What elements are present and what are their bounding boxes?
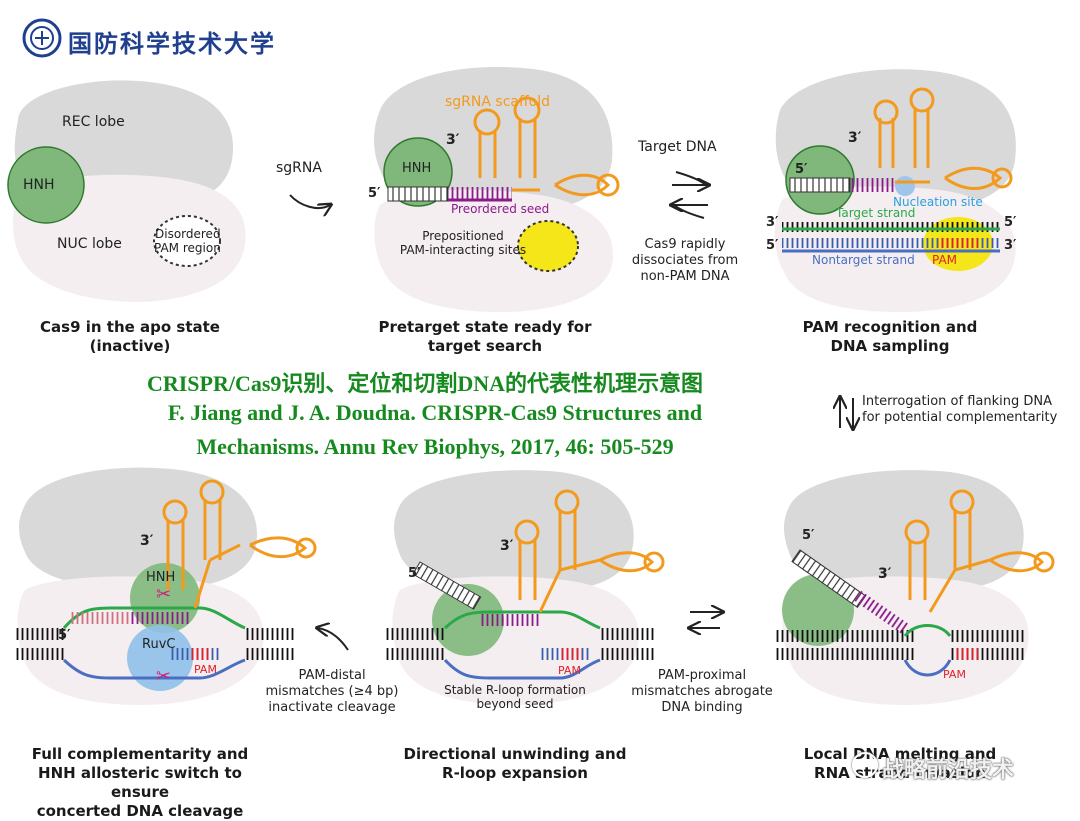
end-5-left: 5′: [766, 238, 779, 253]
disordered-pam-region: [153, 215, 221, 267]
nuc-lobe-label: NUC lobe: [57, 236, 122, 252]
three-prime-label-p5: 3′: [500, 538, 514, 554]
five-prime-label-p3: 5′: [795, 162, 808, 177]
watermark-icon: [852, 752, 878, 778]
five-prime-label-p5: 5′: [408, 566, 421, 581]
target-strand-label: Target strand: [836, 206, 916, 220]
university-logo: [22, 18, 62, 58]
scissors-hnh-icon: ✂: [156, 584, 171, 605]
arrow-pam-distal: [318, 628, 349, 651]
three-prime-label: 3′: [446, 132, 460, 148]
five-prime-label-p6: 5′: [802, 528, 815, 543]
arrow-sgrna: [289, 194, 330, 208]
target-dna-label: Target DNA: [638, 139, 717, 155]
panel-pam-recognition: [774, 69, 1016, 312]
watermark-text: 战略前沿技术: [882, 758, 1015, 783]
pam-region-label-2: PAM region: [154, 241, 221, 255]
preordered-seed-label: Preordered seed: [451, 202, 550, 216]
rec-lobe-label: REC lobe: [62, 114, 125, 130]
hnh-label-p4: HNH: [146, 570, 176, 585]
nucleation-site: [895, 176, 915, 196]
unpaired-guide: [412, 561, 482, 610]
guide-rna-5prime: [387, 186, 449, 202]
panel-pretarget: [374, 66, 620, 312]
end-3-left: 3′: [766, 215, 779, 230]
pam-label-p4: PAM: [194, 663, 217, 676]
pam-label-p5: PAM: [558, 664, 581, 677]
end-3-right: 3′: [1004, 238, 1017, 253]
five-prime-label-p4: 5′: [58, 628, 71, 643]
pam-label-p3: PAM: [932, 253, 958, 267]
nontarget-strand-label: Nontarget strand: [812, 253, 915, 267]
pam-interacting-sites: [517, 220, 579, 272]
sgrna-label: sgRNA: [276, 160, 322, 176]
hnh-label-pretarget: HNH: [402, 161, 432, 176]
panel-invasion: [775, 470, 1055, 705]
ruvc-label: RuvC: [142, 637, 176, 652]
three-prime-label-p4: 3′: [140, 533, 154, 549]
pam-region-label-1: Disordered: [155, 227, 221, 241]
sgrna-scaffold-label: sgRNA scaffold: [445, 94, 550, 110]
panel-apo: [7, 80, 246, 302]
preordered-seed: [448, 187, 512, 201]
sgrna-scaffold: [478, 118, 611, 197]
scissors-ruvc-icon: ✂: [156, 666, 171, 687]
five-prime-label: 5′: [368, 186, 381, 201]
caption-apo: Cas9 in the apo state(inactive): [40, 318, 220, 355]
hnh-label: HNH: [23, 177, 55, 193]
panel-cleavage: ✂ ✂: [14, 467, 317, 705]
panel-rloop: [385, 470, 665, 705]
ruvc-domain: [127, 625, 193, 691]
nucleation-site-label: Nucleation site: [893, 195, 983, 209]
hnh-domain: [7, 146, 85, 224]
title-line-2: F. Jiang and J. A. Doudna. CRISPR-Cas9 S…: [167, 400, 703, 425]
three-prime-label-p3: 3′: [848, 130, 862, 146]
pam-label-p6: PAM: [943, 668, 966, 681]
title-line-3: Mechanisms. Annu Rev Biophys, 2017, 46: …: [196, 434, 674, 459]
three-prime-label-p6: 3′: [878, 566, 892, 582]
end-5-right: 5′: [1004, 215, 1017, 230]
university-name: 国防科学技术大学: [68, 30, 276, 58]
title-line-1: CRISPR/Cas9识别、定位和切割DNA的代表性机理示意图: [146, 371, 704, 396]
